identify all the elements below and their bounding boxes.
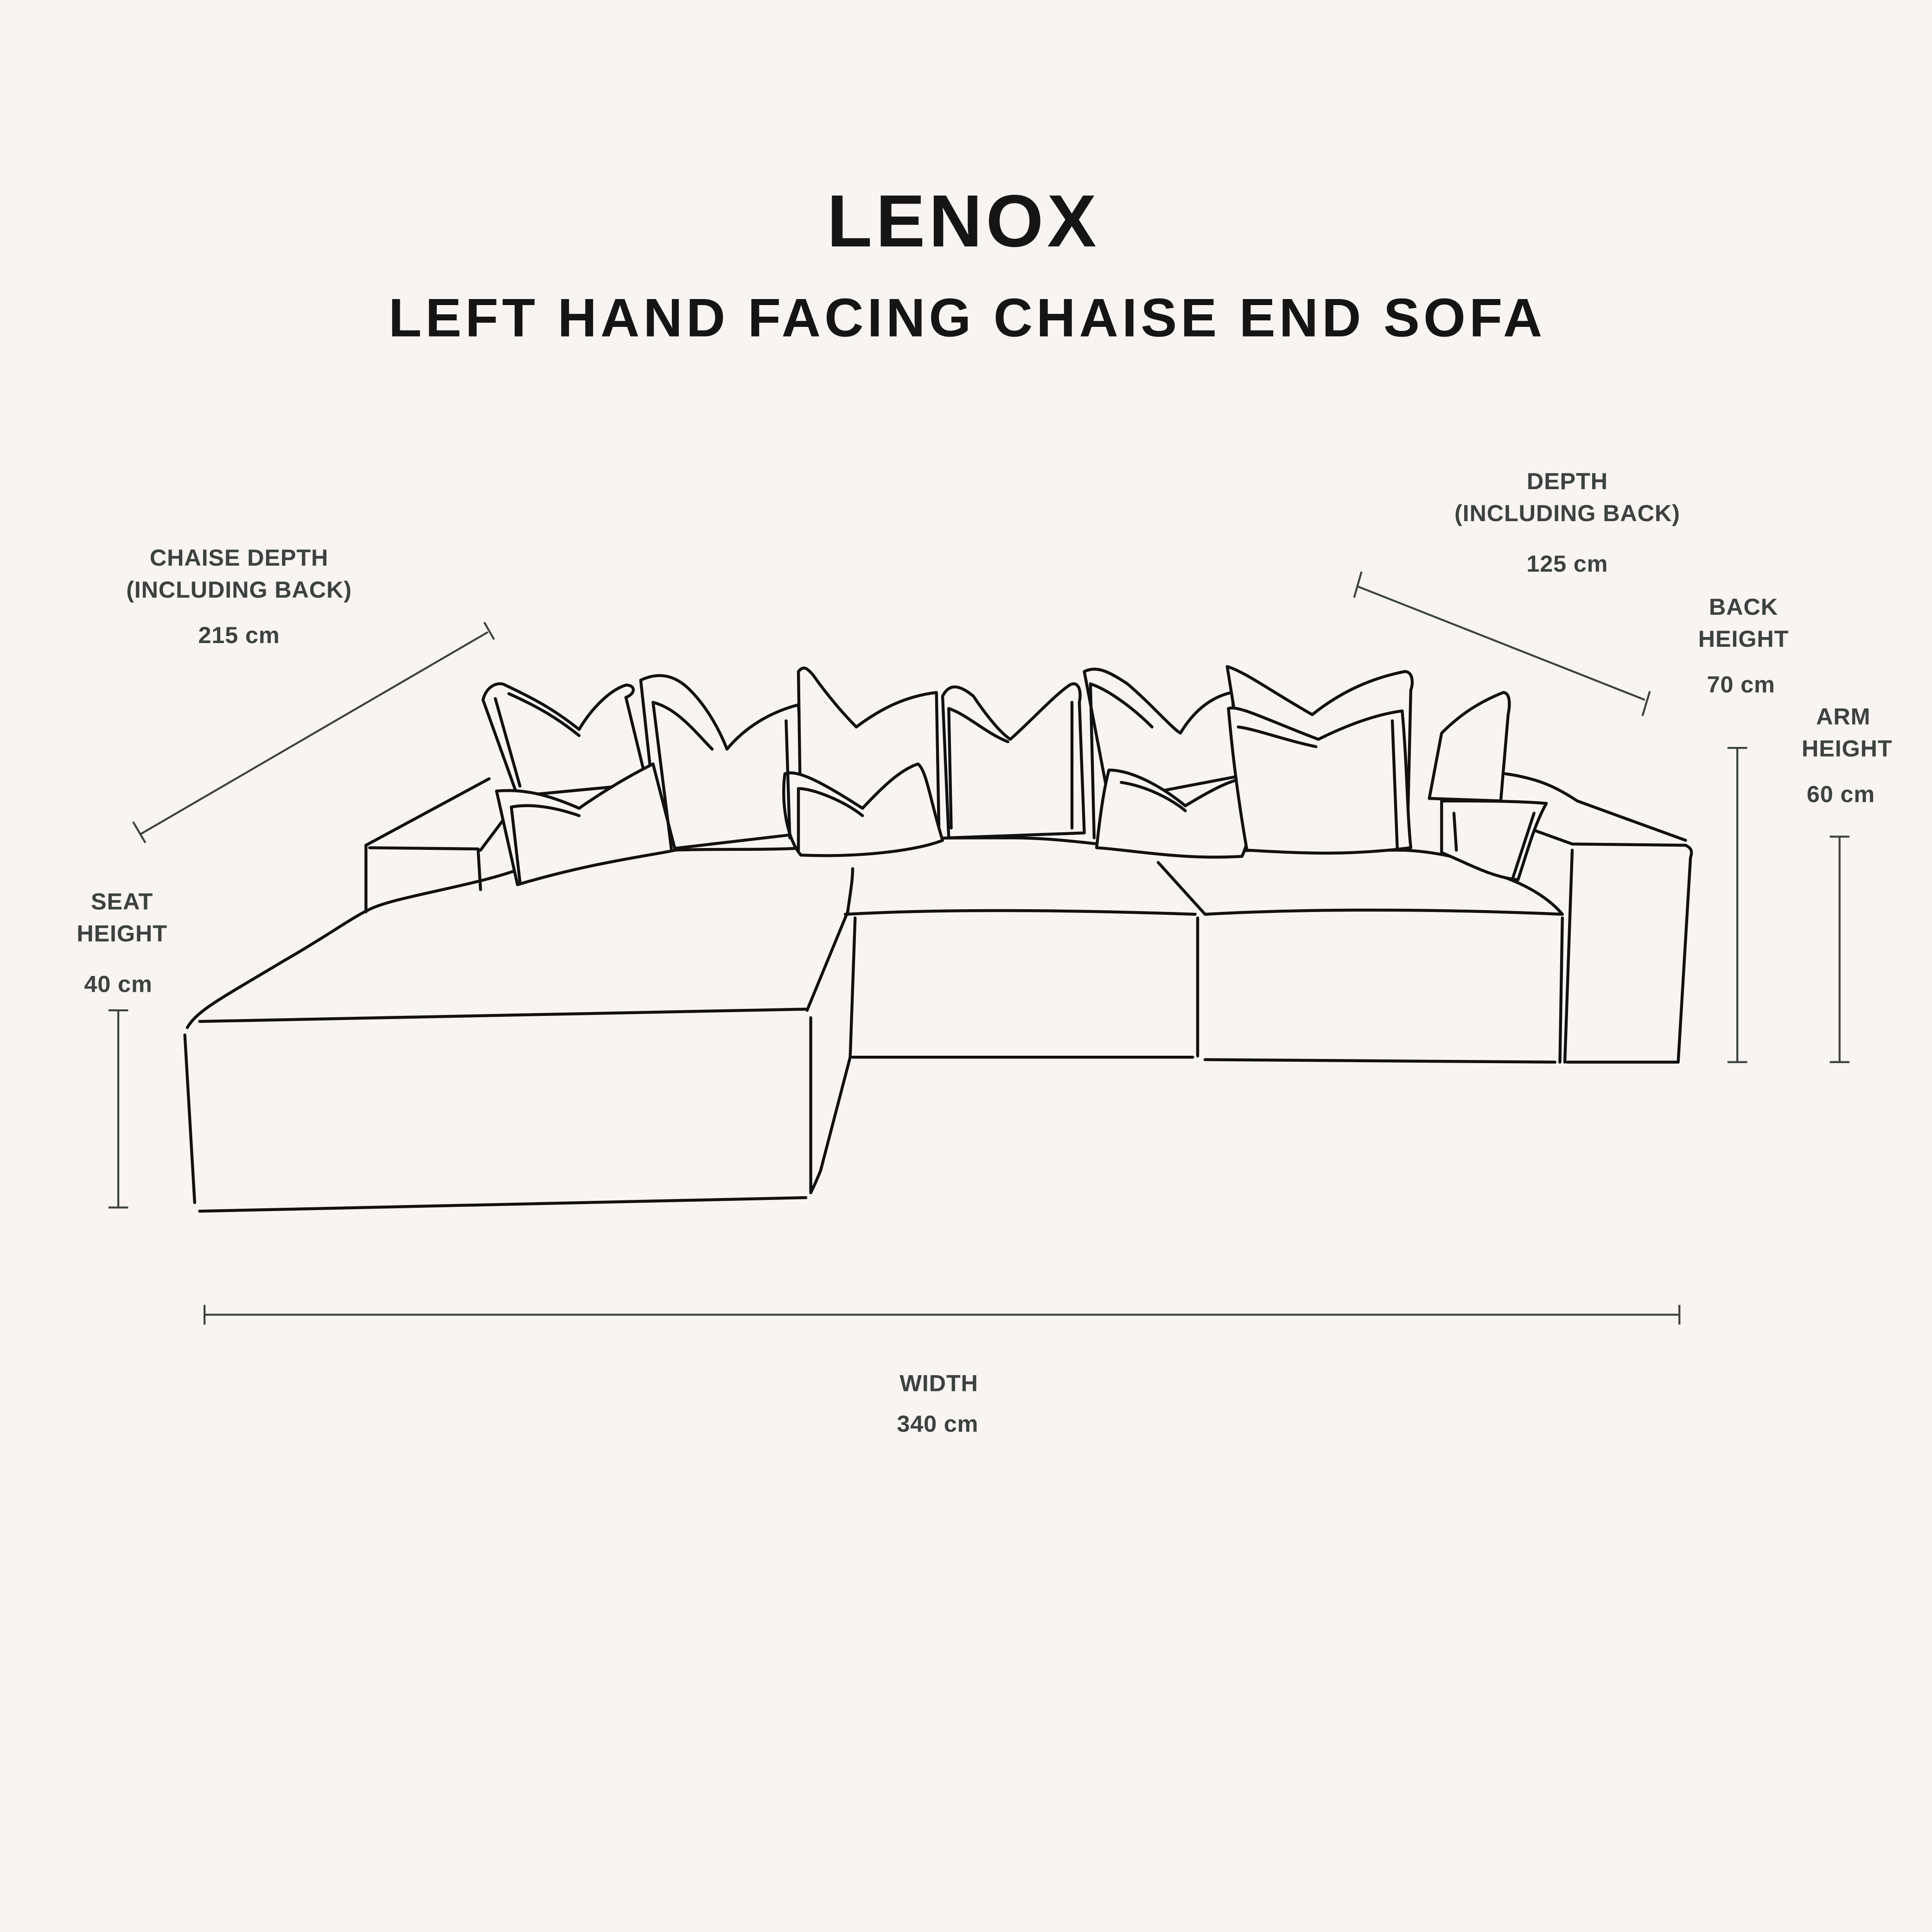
chaise-module <box>183 867 857 1213</box>
back-cushion-4 <box>941 682 1086 840</box>
seat-height-label: SEAT <box>91 888 153 914</box>
front-cushion-5 <box>1227 706 1413 855</box>
product-title: LENOX <box>827 180 1100 262</box>
back-height-sublabel: HEIGHT <box>1698 625 1789 652</box>
arm-height-annotation: ARM HEIGHT 60 cm <box>1802 703 1893 1063</box>
width-label: WIDTH <box>899 1370 978 1396</box>
width-annotation: WIDTH 340 cm <box>204 1305 1681 1437</box>
arm-height-value: 60 cm <box>1807 781 1875 807</box>
chaise-depth-value: 215 cm <box>198 622 280 648</box>
depth-annotation: DEPTH (INCLUDING BACK) 125 cm <box>1353 468 1680 716</box>
width-value: 340 cm <box>897 1410 978 1437</box>
arm-height-sublabel: HEIGHT <box>1802 735 1893 762</box>
back-height-dimension-line <box>1727 746 1747 1063</box>
depth-value: 125 cm <box>1526 550 1608 577</box>
front-cushions <box>495 706 1548 886</box>
seat-height-annotation: SEAT HEIGHT 40 cm <box>77 888 167 1209</box>
middle-seat-module <box>843 861 1207 1059</box>
chaise-depth-annotation: CHAISE DEPTH (INCLUDING BACK) 215 cm <box>126 544 495 843</box>
back-height-value: 70 cm <box>1707 671 1775 698</box>
cushion-piping-details <box>494 682 1536 884</box>
right-seat-module <box>1203 873 1564 1064</box>
seat-height-value: 40 cm <box>84 970 153 997</box>
width-dimension-line <box>204 1305 1681 1325</box>
front-cushion-1 <box>495 762 677 886</box>
chaise-depth-label: CHAISE DEPTH <box>150 544 328 571</box>
sofa-illustration <box>183 665 1693 1213</box>
sofa-back-frame <box>364 772 1687 913</box>
depth-dimension-line <box>1353 571 1651 716</box>
back-height-annotation: BACK HEIGHT 70 cm <box>1698 593 1789 1063</box>
seat-height-sublabel: HEIGHT <box>77 920 167 946</box>
chaise-depth-sublabel: (INCLUDING BACK) <box>126 576 352 603</box>
seat-height-dimension-line <box>108 1009 128 1209</box>
back-cushion-1 <box>481 682 649 797</box>
depth-sublabel: (INCLUDING BACK) <box>1454 500 1680 526</box>
chaise-depth-dimension-line <box>132 621 495 843</box>
arm-height-dimension-line <box>1830 835 1849 1063</box>
depth-label: DEPTH <box>1527 468 1608 494</box>
arm-height-label: ARM <box>1816 703 1870 730</box>
back-height-label: BACK <box>1709 593 1778 620</box>
product-subtitle: LEFT HAND FACING CHAISE END SOFA <box>389 287 1546 348</box>
back-cushion-7 <box>1428 691 1511 803</box>
